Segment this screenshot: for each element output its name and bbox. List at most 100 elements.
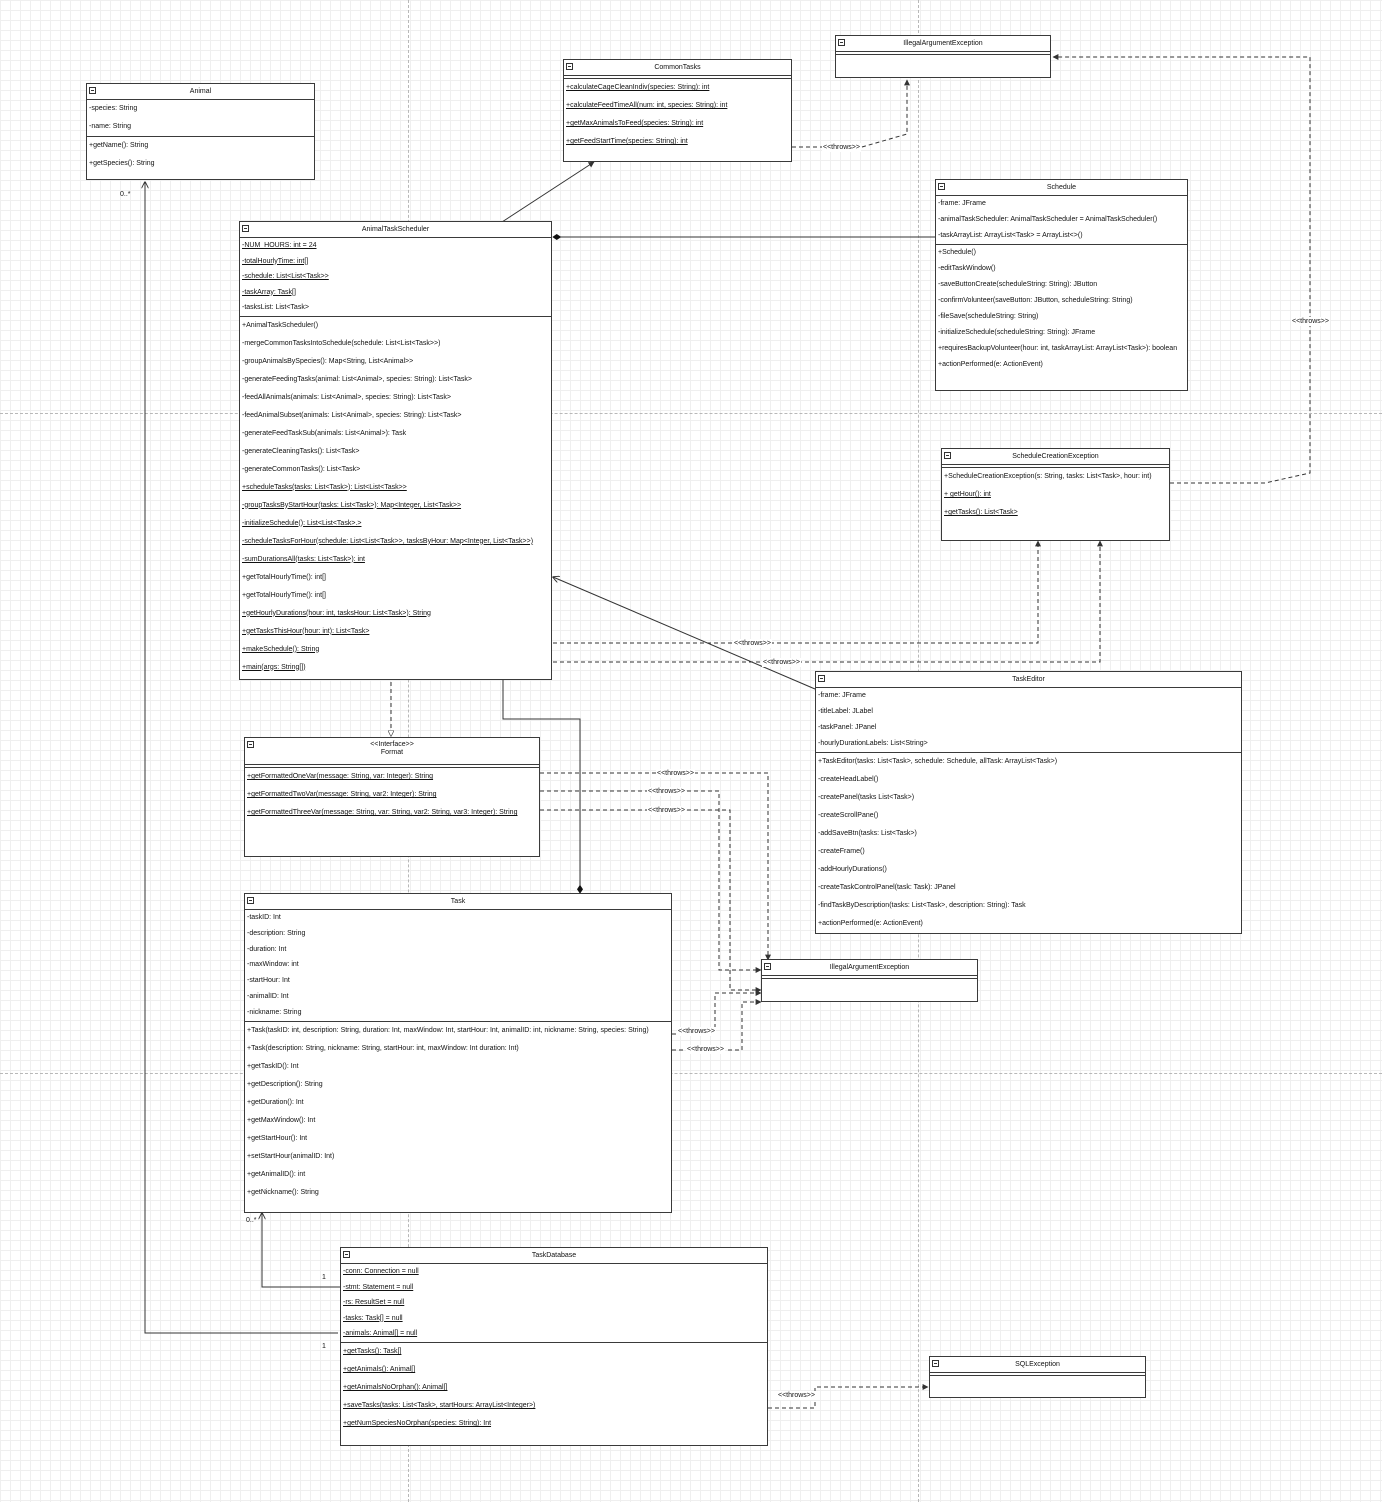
method-item: +calculateFeedTimeAll(num: int, species:… bbox=[566, 102, 728, 109]
class-schedule[interactable]: Schedule -frame: JFrame -animalTaskSched… bbox=[935, 179, 1188, 391]
method-item: +getMaxAnimalsToFeed(species: String): i… bbox=[566, 120, 704, 127]
method-item: -findTaskByDescription(tasks: List<Task>… bbox=[818, 902, 1026, 909]
collapse-icon[interactable] bbox=[566, 63, 573, 70]
attribute-item: -duration: Int bbox=[247, 945, 287, 953]
method-item: +getTaskID(): Int bbox=[247, 1062, 299, 1070]
class-task-database[interactable]: TaskDatabase -conn: Connection = null -s… bbox=[340, 1247, 768, 1446]
method-item: +getSpecies(): String bbox=[89, 160, 155, 167]
edge-format-throws-1 bbox=[540, 772, 771, 961]
collapse-icon[interactable] bbox=[944, 452, 951, 459]
attribute-section: -frame: JFrame -titleLabel: JLabel -task… bbox=[816, 688, 1241, 753]
collapse-icon[interactable] bbox=[343, 1251, 350, 1258]
collapse-icon[interactable] bbox=[764, 963, 771, 970]
method-item: +getAnimalID(): int bbox=[247, 1170, 306, 1178]
edge-label-throws: <<throws>> bbox=[647, 806, 686, 815]
attribute-item: -description: String bbox=[247, 929, 306, 937]
class-task-editor[interactable]: TaskEditor -frame: JFrame -titleLabel: J… bbox=[815, 671, 1242, 934]
method-item: +actionPerformed(e: ActionEvent) bbox=[818, 920, 923, 927]
edge-label-throws: <<throws>> bbox=[822, 143, 861, 152]
method-item: +getTasksThisHour(hour: int): List<Task> bbox=[242, 627, 370, 635]
class-title: CommonTasks bbox=[654, 64, 701, 71]
attribute-section: -conn: Connection = null -stmt: Statemen… bbox=[341, 1264, 767, 1343]
attribute-item: -animalTaskScheduler: AnimalTaskSchedule… bbox=[938, 216, 1158, 223]
method-item: +Task(taskID: int, description: String, … bbox=[247, 1026, 649, 1034]
attribute-item: -hourlyDurationLabels: List<String> bbox=[818, 740, 928, 747]
edge-label-throws: <<throws>> bbox=[656, 769, 695, 778]
method-item: +requiresBackupVolunteer(hour: int, task… bbox=[938, 345, 1178, 352]
class-title: TaskEditor bbox=[1012, 676, 1045, 683]
collapse-icon[interactable] bbox=[938, 183, 945, 190]
class-title: Schedule bbox=[1046, 184, 1077, 191]
method-item: +getName(): String bbox=[89, 142, 149, 149]
attribute-item: -taskArray: Task[] bbox=[242, 288, 296, 296]
method-item: -fileSave(scheduleString: String) bbox=[938, 313, 1039, 320]
class-sql-exception[interactable]: SQLException bbox=[929, 1356, 1146, 1398]
attribute-section: -NUM_HOURS: int = 24 -totalHourlyTime: i… bbox=[240, 238, 551, 317]
interface-format[interactable]: <<Interface>> Format +getFormattedOneVar… bbox=[244, 737, 540, 857]
attribute-section: -species: String -name: String bbox=[87, 100, 314, 137]
method-item: +getFormattedOneVar(message: String, var… bbox=[247, 773, 434, 780]
class-title: SQLException bbox=[1015, 1361, 1060, 1368]
class-title: IllegalArgumentException bbox=[829, 964, 910, 971]
edge-label-throws: <<throws>> bbox=[1291, 317, 1330, 326]
multiplicity-label: 0..* bbox=[120, 191, 131, 198]
class-illegal-argument-exception-top[interactable]: IllegalArgumentException bbox=[835, 35, 1051, 78]
collapse-icon[interactable] bbox=[932, 1360, 939, 1367]
class-header: <<Interface>> Format bbox=[245, 738, 539, 765]
attribute-item: -frame: JFrame bbox=[818, 692, 866, 699]
edge-label-throws: <<throws>> bbox=[762, 658, 801, 667]
method-item: -generateCleaningTasks(): List<Task> bbox=[242, 447, 360, 455]
class-schedule-creation-exception[interactable]: ScheduleCreationException +ScheduleCreat… bbox=[941, 448, 1170, 541]
attribute-item: -tasksList: List<Task> bbox=[242, 304, 309, 311]
edge-db-to-task bbox=[262, 1213, 340, 1288]
method-item: +getFeedStartTime(species: String): int bbox=[566, 138, 688, 145]
method-item: +Schedule() bbox=[938, 249, 976, 256]
attribute-item: -species: String bbox=[89, 105, 138, 112]
attribute-item: -animalID: Int bbox=[247, 992, 289, 1000]
edge-label-throws: <<throws>> bbox=[777, 1391, 816, 1400]
class-task[interactable]: Task -taskID: Int -description: String -… bbox=[244, 893, 672, 1213]
collapse-icon[interactable] bbox=[89, 87, 96, 94]
class-animal[interactable]: Animal -species: String -name: String +g… bbox=[86, 83, 315, 180]
class-common-tasks[interactable]: CommonTasks +calculateCageCleanIndiv(spe… bbox=[563, 59, 792, 162]
class-header: TaskDatabase bbox=[341, 1248, 767, 1264]
collapse-icon[interactable] bbox=[818, 675, 825, 682]
method-item: -addHourlyDurations() bbox=[818, 866, 887, 873]
attribute-item: -conn: Connection = null bbox=[343, 1268, 419, 1275]
edge-ats-throws-2 bbox=[553, 540, 1103, 663]
method-item: +ScheduleCreationException(s: String, ta… bbox=[944, 473, 1152, 480]
class-header: AnimalTaskScheduler bbox=[240, 222, 551, 238]
method-item: +getFormattedTwoVar(message: String, var… bbox=[247, 791, 437, 798]
edge-ats-to-commontasks bbox=[501, 161, 595, 223]
attribute-section: -frame: JFrame -animalTaskScheduler: Ani… bbox=[936, 196, 1187, 245]
method-item: -editTaskWindow() bbox=[938, 265, 996, 272]
method-item: -createHeadLabel() bbox=[818, 776, 879, 783]
method-item: +getFormattedThreeVar(message: String, v… bbox=[247, 809, 518, 816]
collapse-icon[interactable] bbox=[242, 225, 249, 232]
edge-format-throws-3 bbox=[540, 809, 762, 993]
attribute-item: -taskArrayList: ArrayList<Task> = ArrayL… bbox=[938, 232, 1083, 239]
method-item: -scheduleTasksForHour(schedule: List<Lis… bbox=[242, 537, 534, 545]
edge-label-throws: <<throws>> bbox=[647, 787, 686, 796]
collapse-icon[interactable] bbox=[247, 741, 254, 748]
edge-task-throws-2 bbox=[672, 999, 762, 1051]
method-item: +calculateCageCleanIndiv(species: String… bbox=[566, 84, 710, 91]
multiplicity-label: 0..* bbox=[246, 1217, 257, 1224]
edge-commontasks-throws bbox=[792, 79, 910, 148]
method-item: -createPanel(tasks List<Task>) bbox=[818, 794, 915, 801]
collapse-icon[interactable] bbox=[838, 39, 845, 46]
interface-stereotype: <<Interface>> bbox=[370, 741, 414, 748]
edge-ats-throws-1 bbox=[553, 540, 1041, 644]
method-item: +getDescription(): String bbox=[247, 1080, 323, 1088]
class-illegal-argument-exception-mid[interactable]: IllegalArgumentException bbox=[761, 959, 978, 1002]
attribute-section bbox=[564, 76, 791, 79]
edge-format-throws-2 bbox=[540, 790, 762, 973]
attribute-item: -tasks: Task[] = null bbox=[343, 1314, 403, 1322]
collapse-icon[interactable] bbox=[247, 897, 254, 904]
class-animal-task-scheduler[interactable]: AnimalTaskScheduler -NUM_HOURS: int = 24… bbox=[239, 221, 552, 680]
multiplicity-label: 1 bbox=[322, 1274, 326, 1281]
method-item: -groupAnimalsBySpecies(): Map<String, Li… bbox=[242, 357, 414, 365]
attribute-item: -name: String bbox=[89, 123, 132, 130]
method-item: +getStartHour(): Int bbox=[247, 1134, 308, 1142]
class-header: CommonTasks bbox=[564, 60, 791, 76]
